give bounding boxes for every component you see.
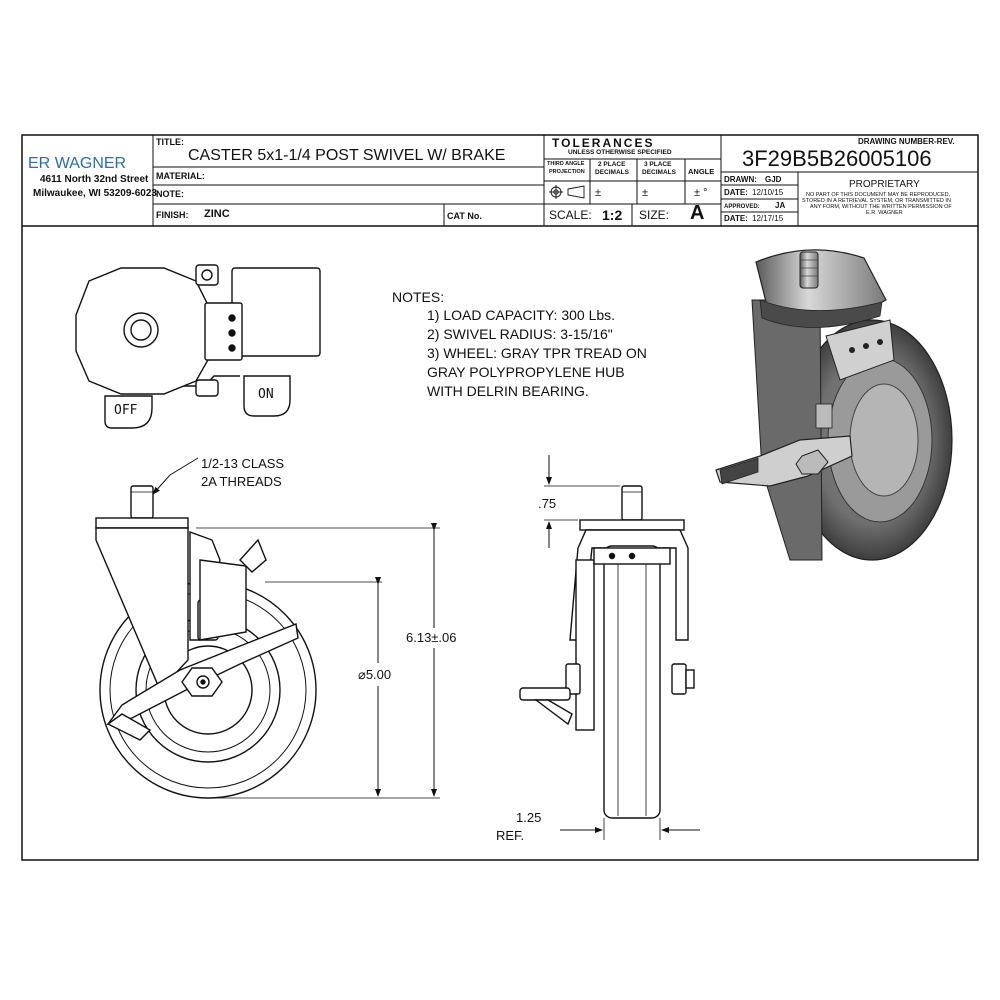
company-logo: ER WAGNER [28,156,126,172]
side-view-dimensions [152,457,440,799]
date1-label: DATE: [724,188,748,197]
size-value: A [690,202,705,224]
brake-on-label: ON [258,387,274,402]
drawing-number-label: DRAWING NUMBER-REV. [858,137,955,146]
note-line2: 2) SWIVEL RADIUS: 3-15/16" [427,326,613,342]
title-block-grid [22,135,978,227]
sheet-border [21,134,979,861]
rear-wheel [603,545,661,819]
top-plate [95,517,189,529]
note-line5: WITH DELRIN BEARING. [427,383,589,399]
company-address-line2: Milwaukee, WI 53209-6023 [33,188,157,199]
approved-label: APPROVED: [724,204,760,210]
scale-label: SCALE: [549,208,592,222]
three-place-tolerance: ± [642,187,649,199]
drawn-label: DRAWN: [724,175,757,184]
company-name-part1: ER [28,155,51,172]
two-place-tolerance: ± [595,187,602,199]
angle-label: ANGLE [688,167,715,176]
iso-stem [799,251,819,289]
proprietary-line3: ANY FORM, WITHOUT THE WRITTEN PERMISSION… [810,204,952,210]
third-angle-line2: PROJECTION [549,169,585,175]
finish-label: FINISH: [156,210,189,220]
wheel-width-line1: 1.25 [516,810,542,825]
company-address-line1: 4611 North 32nd Street [40,174,149,185]
diameter-symbol: ⌀ [358,667,366,682]
drawing-number: 3F29B5B26005106 [742,146,932,171]
note-line4: GRAY POLYPROPYLENE HUB [427,364,625,380]
wheel-diameter-value: 5.00 [365,667,392,682]
tolerances-title: TOLERANCES [552,136,655,150]
finish-value: ZINC [204,208,230,220]
proprietary-title: PROPRIETARY [849,179,920,190]
note-label: NOTE: [156,189,184,199]
top-view [75,264,321,429]
proprietary-line4: E.R. WAGNER [866,210,903,216]
thread-spec-line2: 2A THREADS [201,474,282,489]
rear-top-plate [579,519,685,531]
overall-height-dimension: 6.13±.06 [404,630,459,645]
side-view [95,485,317,799]
scale-value: 1:2 [602,207,623,223]
three-place-line2: DECIMALS [642,169,676,176]
title-label: TITLE: [156,137,184,147]
brake-pedal-off [104,395,153,429]
rear-view-dimensions [544,455,700,840]
tolerances-subtitle: UNLESS OTHERWISE SPECIFIED [568,149,672,156]
note-line3: 3) WHEEL: GRAY TPR TREAD ON [427,345,647,361]
proprietary-line2: STORED IN A RETRIEVAL SYSTEM, OR TRANSMI… [802,198,951,204]
brake-pedal-on [243,375,291,417]
company-name-part2: WAGNER [54,155,127,172]
date1-value: 12/10/15 [752,188,784,197]
drawn-value: GJD [765,175,782,184]
stem [130,485,154,519]
date2-value: 12/17/15 [752,214,784,223]
stem-length-dimension: .75 [538,496,557,511]
cat-no-label: CAT No. [447,211,482,221]
brake-arm [231,267,321,357]
wheel-width-line2: REF. [496,828,525,843]
third-angle-projection-icon [549,185,585,199]
two-place-line2: DECIMALS [595,169,629,176]
notes-heading: NOTES: [392,289,445,305]
two-place-line1: 2 PLACE [598,161,626,168]
wheel-diameter-dimension: ⌀5.00 [356,667,394,682]
note-line1: 1) LOAD CAPACITY: 300 Lbs. [427,307,616,323]
title-value: CASTER 5x1-1/4 POST SWIVEL W/ BRAKE [188,147,506,164]
thread-spec-line1: 1/2-13 CLASS [201,456,285,471]
brake-off-label: OFF [114,403,138,418]
approved-value: JA [775,201,786,210]
third-angle-line1: THIRD ANGLE [547,161,585,167]
material-label: MATERIAL: [156,171,205,181]
date2-label: DATE: [724,214,748,223]
rear-stem [621,485,643,521]
proprietary-line1: NO PART OF THIS DOCUMENT MAY BE REPRODUC… [806,192,951,198]
rear-view [519,485,695,819]
size-label: SIZE: [639,208,670,222]
isometric-render [715,249,953,561]
three-place-line1: 3 PLACE [644,161,672,168]
angle-tolerance: ± ° [694,187,708,199]
